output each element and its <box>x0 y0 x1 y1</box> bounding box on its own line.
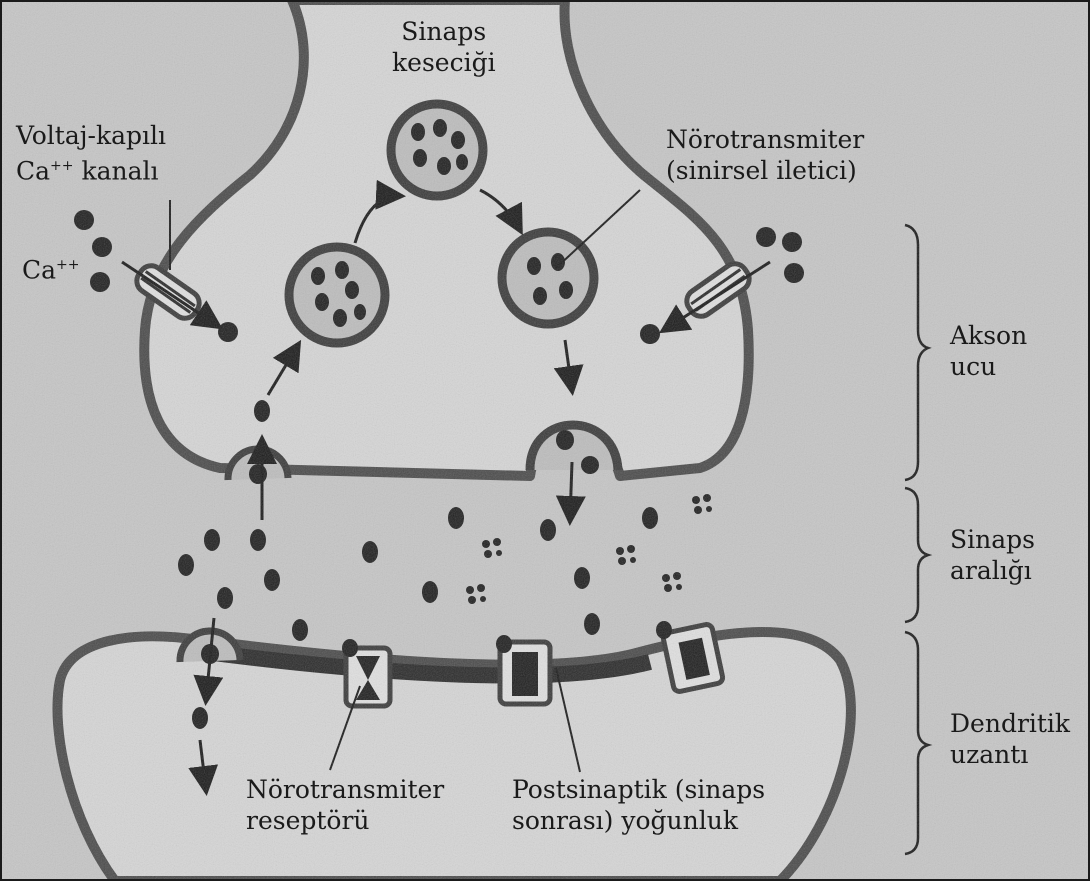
label-synaptic-vesicle: Sinaps keseciği <box>392 16 496 78</box>
label-ca-ion-charge: ++ <box>56 257 80 273</box>
label-voltage-gated-line2: Ca++ kanalı <box>16 151 166 186</box>
label-postsynaptic-density-line2: sonrası) yoğunluk <box>512 806 738 835</box>
label-ca-ion: Ca++ <box>22 250 80 285</box>
label-synaptic-cleft: Sinaps aralığı <box>950 524 1035 586</box>
label-channel: kanalı <box>73 156 159 186</box>
label-synaptic-vesicle-line2: keseciği <box>392 48 496 77</box>
label-voltage-gated-line1: Voltaj-kapılı <box>16 121 166 150</box>
label-synaptic-vesicle-line1: Sinaps <box>401 17 487 46</box>
label-voltage-gated-channel: Voltaj-kapılı Ca++ kanalı <box>16 120 166 186</box>
label-ca-ion-symbol: Ca <box>22 255 57 285</box>
label-neurotransmitter: Nörotransmiter (sinirsel iletici) <box>666 124 864 186</box>
label-axon-terminal-line2: ucu <box>950 352 997 381</box>
label-neurotransmitter-line1: Nörotransmiter <box>666 125 865 154</box>
label-ca: Ca <box>16 156 51 186</box>
label-axon-terminal-line1: Akson <box>950 321 1028 350</box>
label-ca-charge: ++ <box>50 158 74 174</box>
label-dendrite: Dendritik uzantı <box>950 708 1070 770</box>
label-synaptic-cleft-line2: aralığı <box>950 556 1032 585</box>
label-receptor: Nörotransmiter reseptörü <box>246 774 444 836</box>
label-postsynaptic-density-line1: Postsinaptik (sinaps <box>512 775 766 804</box>
label-receptor-line2: reseptörü <box>246 806 370 835</box>
label-neurotransmitter-line2: (sinirsel iletici) <box>666 156 857 185</box>
label-receptor-line1: Nörotransmiter <box>246 775 445 804</box>
label-axon-terminal: Akson ucu <box>950 320 1027 382</box>
label-postsynaptic-density: Postsinaptik (sinaps sonrası) yoğunluk <box>512 774 765 836</box>
label-dendrite-line2: uzantı <box>950 740 1029 769</box>
label-synaptic-cleft-line1: Sinaps <box>950 525 1035 554</box>
label-dendrite-line1: Dendritik <box>950 709 1071 738</box>
